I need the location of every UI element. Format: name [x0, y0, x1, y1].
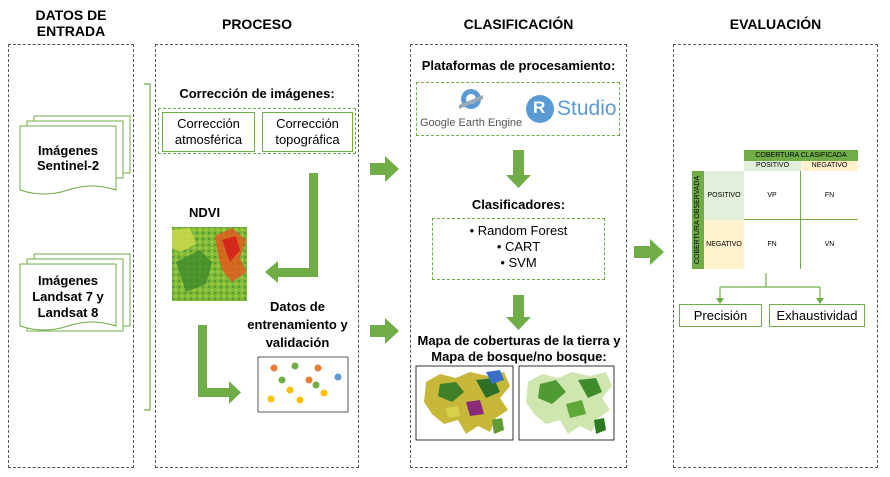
header-input: DATOS DE ENTRADA	[35, 7, 107, 39]
classification-panel	[410, 44, 627, 468]
rstudio-label: Studio	[557, 97, 617, 120]
header-evaluation: EVALUACIÓN	[729, 16, 822, 32]
arrow-process-to-classification-top	[370, 156, 399, 182]
sentinel-doc-stack	[19, 115, 131, 195]
landsat-label: Imágenes Landsat 7 y Landsat 8	[32, 273, 104, 320]
observed-header: COBERTURA OBSERVADA	[692, 171, 704, 269]
arrow-ndvi-to-training	[198, 325, 241, 404]
cell-vp: VP	[744, 171, 801, 220]
rstudio-logo-icon	[526, 95, 554, 123]
forest-map	[526, 372, 612, 434]
input-panel	[8, 44, 134, 468]
rstudio-r-letter: R	[533, 98, 546, 117]
row-positive: POSITIVO	[704, 171, 744, 220]
maps-title: Mapa de coberturas de la tierra y Mapa d…	[417, 333, 621, 364]
header-classification: CLASIFICACIÓN	[463, 16, 574, 32]
col-positive: POSITIVO	[744, 161, 801, 171]
landsat-doc-stack	[19, 253, 131, 332]
cell-fn-bottom: FN	[744, 220, 801, 269]
recall-box: Exhaustividad	[769, 304, 865, 327]
precision-box: Precisión	[679, 304, 762, 327]
matrix-connector	[719, 273, 821, 303]
classified-header: COBERTURA CLASIFICADA	[744, 150, 858, 161]
training-points	[267, 362, 342, 404]
process-panel	[155, 44, 359, 468]
atmospheric-correction: Corrección atmosférica	[162, 112, 255, 152]
col-negative: NEGATIVO	[801, 161, 858, 171]
classifier-svm: • SVM	[500, 255, 537, 270]
classifiers-title: Clasificadores:	[471, 197, 566, 212]
arrow-classification-to-evaluation	[634, 239, 664, 265]
cell-fn-top: FN	[801, 171, 858, 220]
arrow-process-to-classification-bottom	[370, 318, 399, 344]
evaluation-panel	[673, 44, 878, 468]
arrow-platforms-to-classifiers	[506, 150, 531, 188]
classifiers-group	[432, 218, 605, 280]
input-bracket	[144, 83, 151, 411]
correction-title: Corrección de imágenes:	[179, 86, 335, 101]
sentinel-label: Imágenes Sentinel-2	[36, 143, 100, 173]
arrow-classifiers-to-maps	[506, 295, 531, 330]
header-process: PROCESO	[221, 16, 292, 32]
platforms-title: Plataformas de procesamiento:	[421, 58, 616, 73]
ndvi-image	[172, 227, 247, 301]
ndvi-label: NDVI	[189, 205, 221, 220]
arrow-correction-to-ndvi	[265, 173, 318, 283]
cell-vn: VN	[824, 241, 835, 248]
gee-label: Google Earth Engine	[420, 117, 523, 129]
platforms-group	[416, 82, 620, 136]
gee-logo-icon	[459, 89, 483, 109]
land-cover-map	[424, 370, 510, 434]
classifier-random-forest: • Random Forest	[469, 223, 568, 238]
row-negative: NEGATIVO	[704, 220, 744, 269]
correction-group	[158, 108, 356, 154]
topographic-correction: Corrección topográfica	[262, 112, 353, 152]
training-label: Datos de entrenamiento y validación	[247, 299, 348, 350]
classifier-cart: • CART	[496, 239, 541, 254]
